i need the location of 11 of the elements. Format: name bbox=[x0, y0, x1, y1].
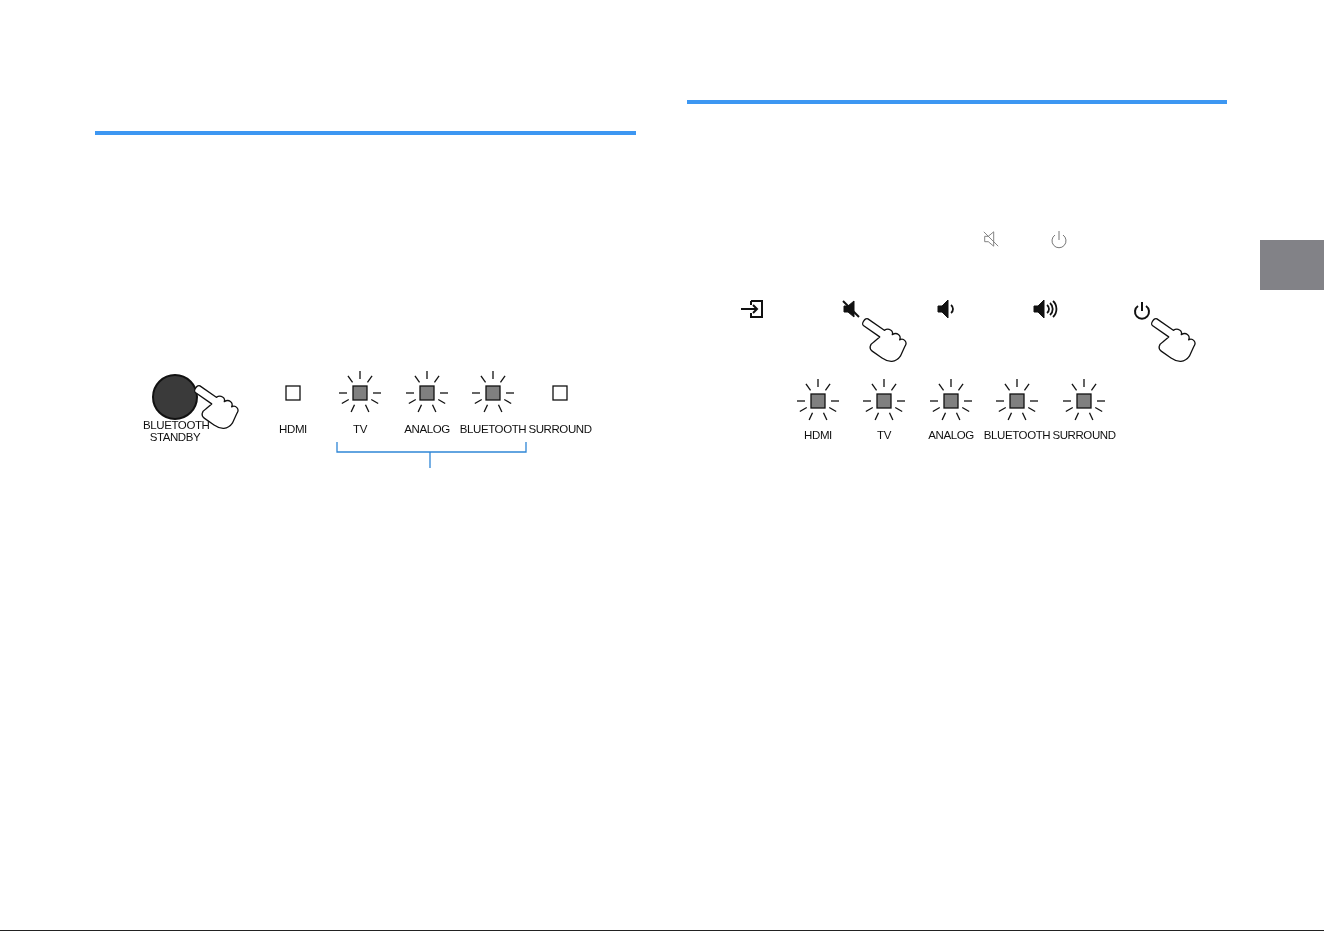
indicator-label: TV bbox=[353, 423, 367, 435]
indicator-label: BLUETOOTH bbox=[459, 423, 527, 435]
indicator-label: HDMI bbox=[804, 429, 832, 441]
indicator-label: ANALOG bbox=[928, 429, 974, 441]
indicator-label: BLUETOOTH bbox=[983, 429, 1051, 441]
indicator-label: SURROUND bbox=[1052, 429, 1116, 441]
indicator-label: BLUETOOTH STANDBY bbox=[143, 419, 207, 443]
indicator-label: SURROUND bbox=[528, 423, 592, 435]
indicator-label: ANALOG bbox=[404, 423, 450, 435]
indicator-label: HDMI bbox=[279, 423, 307, 435]
indicator-label: TV bbox=[877, 429, 891, 441]
